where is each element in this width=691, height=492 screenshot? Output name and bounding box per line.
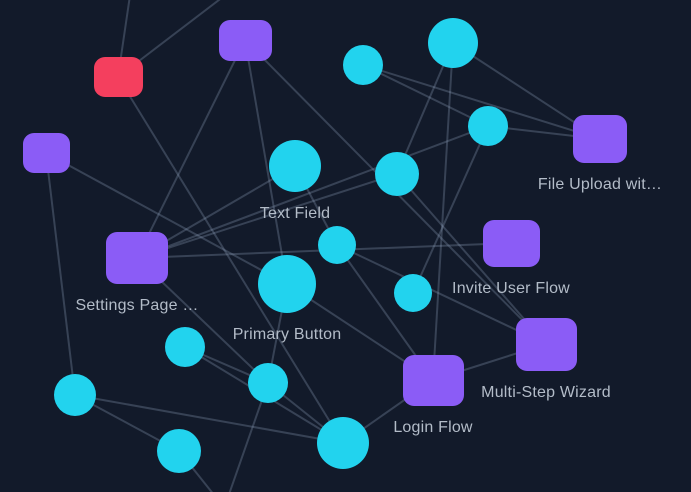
edge — [362, 64, 601, 140]
node-label-login-flow: Login Flow — [393, 418, 473, 436]
edge — [244, 39, 288, 285]
graph-node-circle-top-mid[interactable] — [343, 45, 383, 85]
node-label-settings-page: Settings Page … — [75, 297, 199, 314]
edge — [396, 173, 547, 345]
graph-node-settings-page[interactable] — [106, 232, 168, 284]
graph-node-login-flow[interactable] — [402, 354, 464, 406]
graph-node-circle-right[interactable] — [468, 106, 508, 146]
node-label-multi-step-wizard: Multi-Step Wizard — [481, 383, 611, 401]
graph-node-primary-button[interactable] — [258, 255, 316, 313]
graph-node-multi-step-wizard[interactable] — [515, 317, 577, 371]
edge — [136, 173, 398, 259]
edge — [136, 39, 246, 259]
graph-node-square-top[interactable] — [218, 19, 272, 61]
graph-node-circle-left-lower[interactable] — [165, 327, 205, 367]
edge — [45, 152, 76, 396]
graph-node-circle-bottom-left[interactable] — [54, 374, 96, 416]
graph-node-circle-bottom-low[interactable] — [157, 429, 201, 473]
graph-node-circle-mid-right[interactable] — [375, 152, 419, 196]
graph-node-circle-bottom-center[interactable] — [317, 417, 369, 469]
edge — [74, 394, 344, 444]
graph-node-invite-user-flow[interactable] — [482, 219, 540, 267]
node-label-invite-user-flow: Invite User Flow — [452, 279, 570, 297]
graph-node-square-left[interactable] — [22, 133, 70, 173]
graph-node-text-field[interactable] — [269, 140, 321, 192]
edge — [136, 125, 489, 259]
edge — [412, 125, 489, 294]
edge — [336, 244, 547, 345]
edge — [228, 382, 269, 492]
graph-node-circle-center[interactable] — [318, 226, 356, 264]
edge — [117, 76, 344, 444]
edge — [432, 42, 454, 381]
node-label-primary-button: Primary Button — [232, 326, 342, 343]
node-label-file-upload: File Upload wit… — [537, 176, 663, 193]
edge — [45, 152, 288, 285]
graph-node-circle-top-right[interactable] — [428, 18, 478, 68]
graph-node-alert-node[interactable] — [93, 57, 143, 97]
graph-node-circle-bottom-mid[interactable] — [248, 363, 288, 403]
node-label-text-field: Text Field — [259, 205, 331, 222]
edge — [362, 64, 489, 127]
graph-node-circle-mid-lower[interactable] — [394, 274, 432, 312]
graph-node-file-upload[interactable] — [573, 115, 627, 163]
